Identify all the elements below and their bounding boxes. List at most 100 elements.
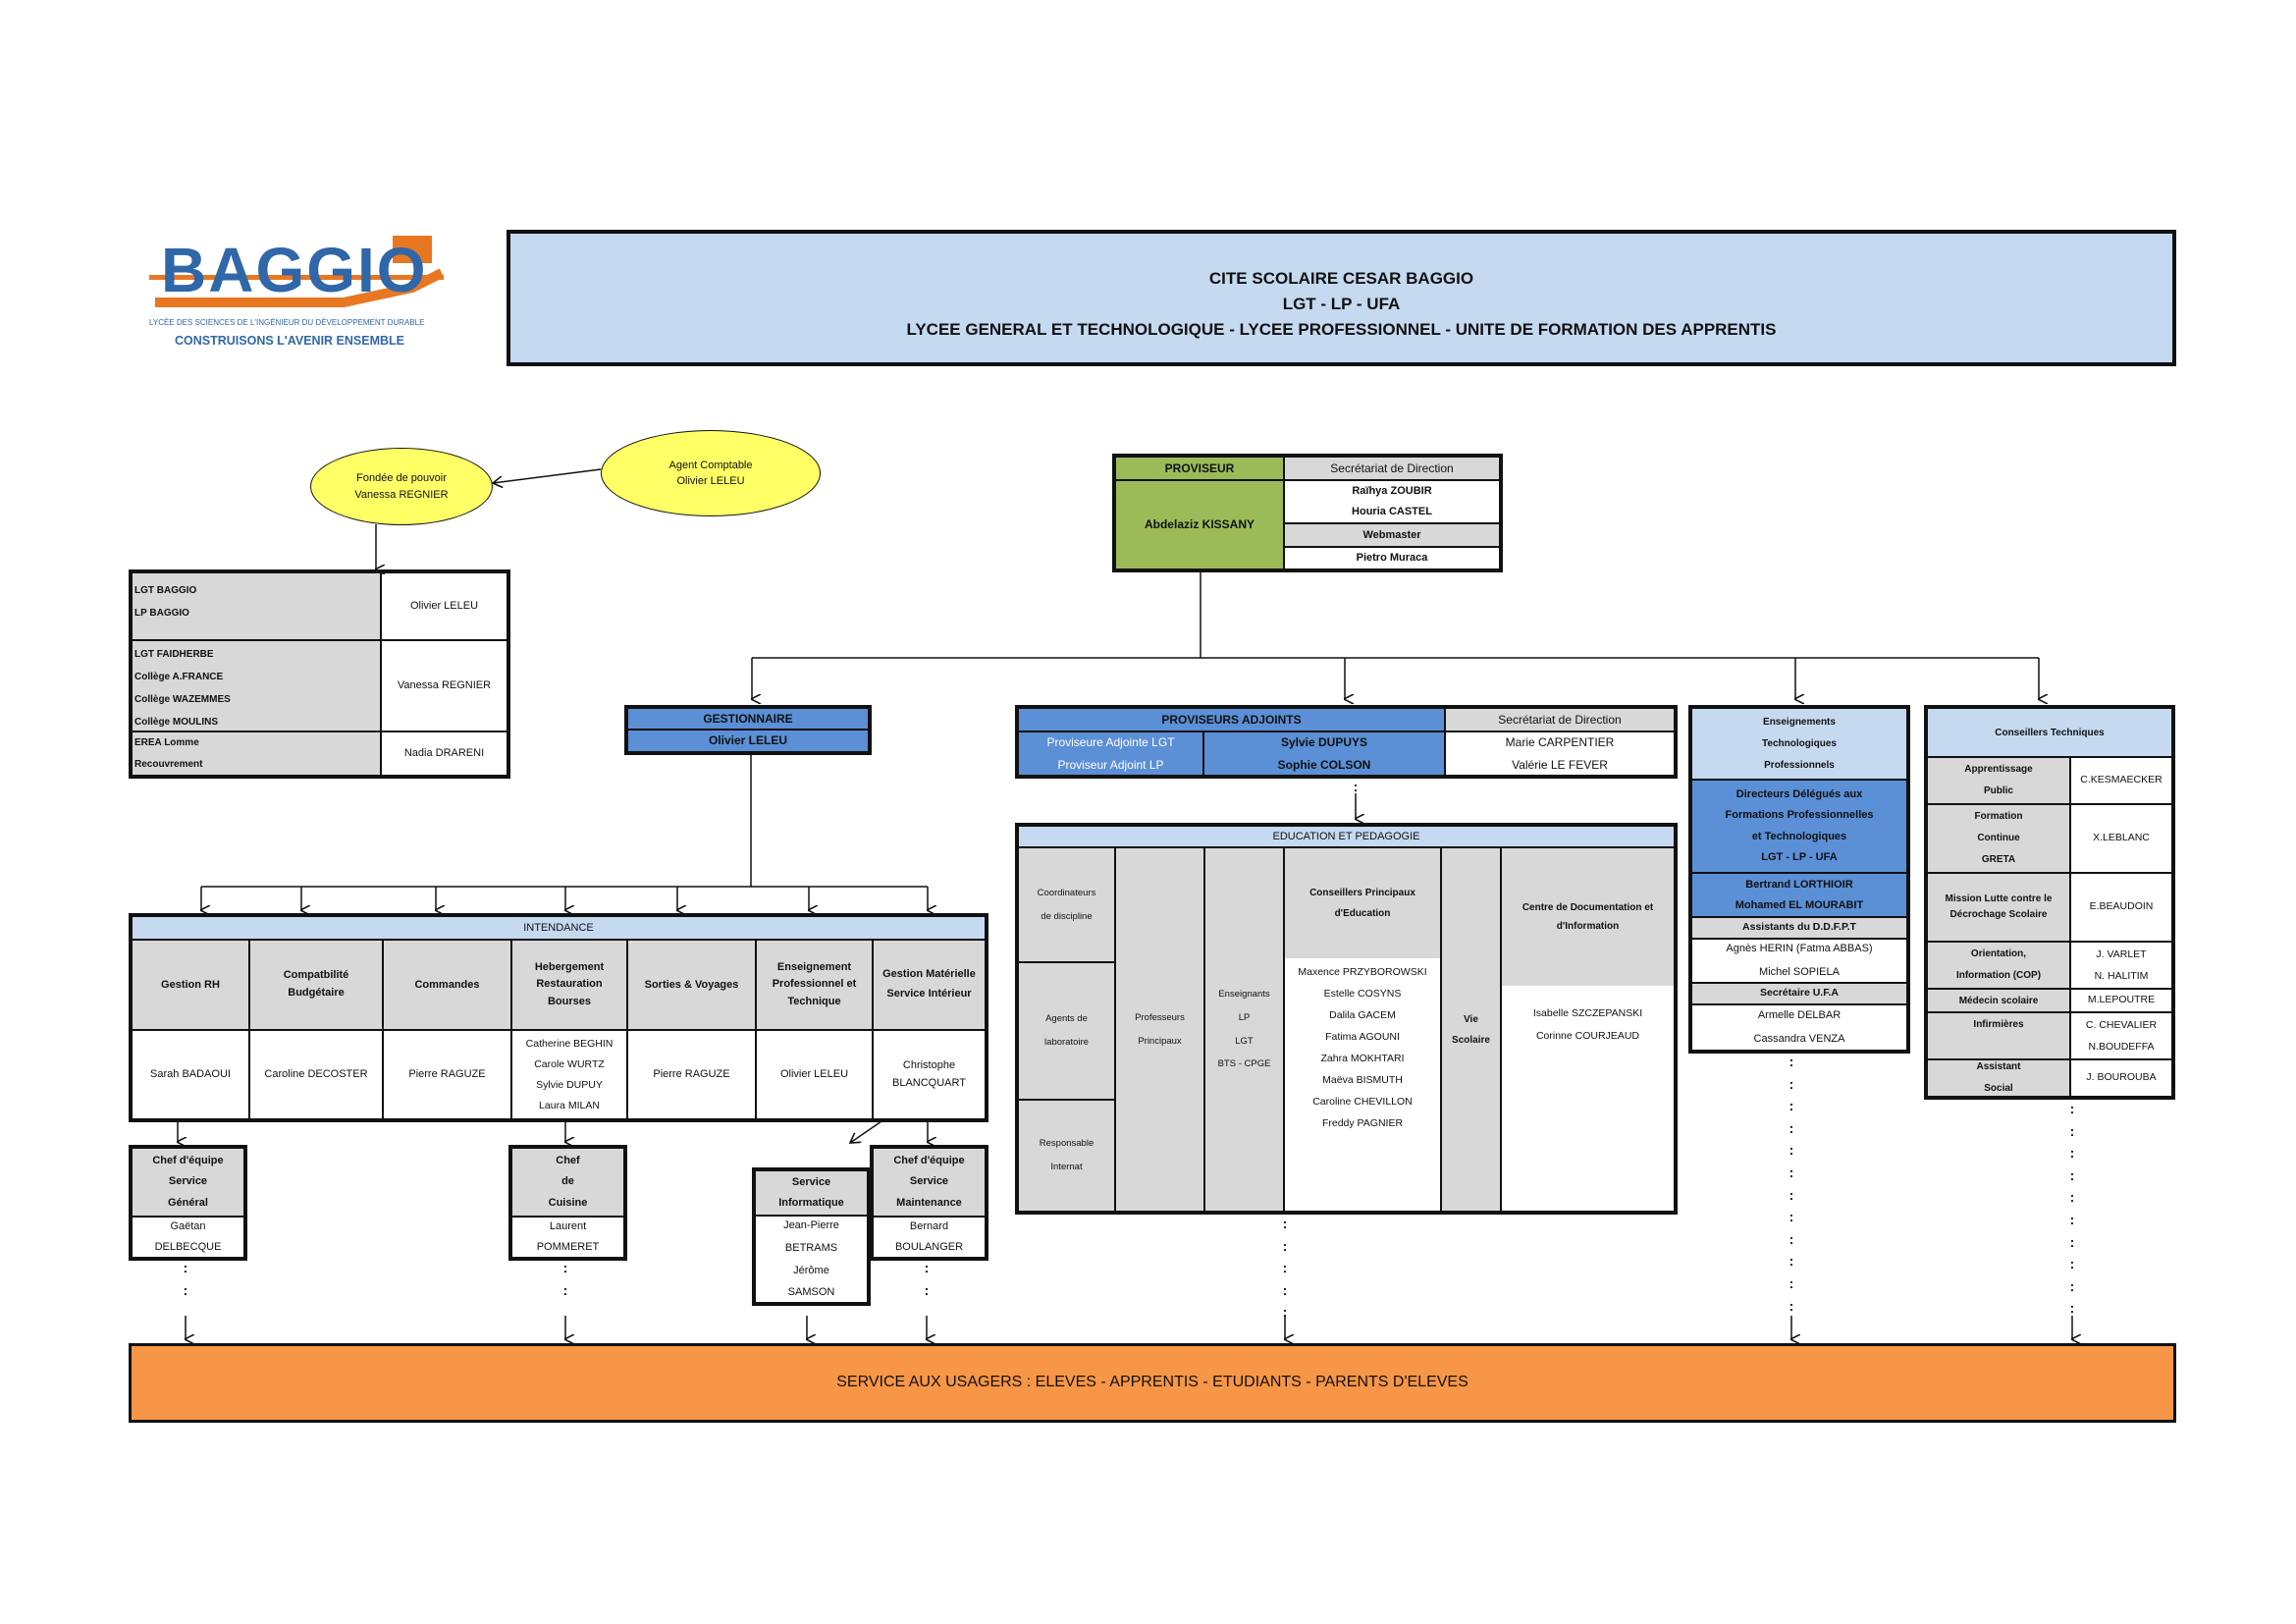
conseiller-person: J. VARLET N. HALITIM [2070, 942, 2172, 989]
conseiller-role: Médecin scolaire [1927, 989, 2070, 1012]
service-usagers-banner: SERVICE AUX USAGERS : ELEVES - APPRENTIS… [129, 1343, 2176, 1423]
page-header: CITE SCOLAIRE CESAR BAGGIO LGT - LP - UF… [507, 230, 2176, 366]
cdi-column: Centre de Documentation et d'Information… [1501, 847, 1675, 1212]
conseiller-role-text: Infirmières [1973, 1019, 2024, 1030]
conseiller-role: Mission Lutte contre le Décrochage Scola… [1927, 873, 2070, 942]
cdi-title: Centre de Documentation et d'Information [1502, 848, 1674, 986]
gestionnaire-block: GESTIONNAIRE Olivier LELEU [624, 705, 872, 755]
adjoints-secretariat-label: Secrétariat de Direction [1445, 708, 1675, 731]
establishment-person: Olivier LELEU [381, 572, 507, 640]
coordinateurs-cell: Coordinateurs de discipline [1018, 847, 1115, 962]
conseillers-title: Conseillers Techniques [1927, 708, 2172, 757]
webmaster-label: Webmaster [1284, 523, 1500, 547]
logo-subtitle: LYCÉE DES SCIENCES DE L'INGÉNIEUR DU DÉV… [149, 318, 425, 327]
adjoints-secretaries: Marie CARPENTIER Valérie LE FEVER [1445, 731, 1675, 776]
dotted-line: : : [183, 1260, 188, 1298]
agent-comptable-ellipse: Agent Comptable Olivier LELEU [601, 430, 821, 516]
header-line-1: CITE SCOLAIRE CESAR BAGGIO [1208, 269, 1474, 288]
gestionnaire-name: Olivier LELEU [627, 730, 869, 752]
conseiller-person: M.LEPOUTRE [2070, 989, 2172, 1012]
ddfpt-names: Bertrand LORTHIOIR Mohamed EL MOURABIT [1691, 873, 1907, 917]
proviseur-name: Abdelaziz KISSANY [1115, 480, 1284, 569]
adjoints-title: PROVISEURS ADJOINTS [1018, 708, 1445, 731]
service-person: Pierre RAGUZE [627, 1030, 756, 1119]
ufa-label: Secrétaire U.F.A [1691, 983, 1907, 1004]
establishment-name: LGT FAIDHERBE Collège A.FRANCE Collège W… [132, 640, 381, 731]
service-title: Enseignement Professionnel et Technique [756, 940, 873, 1030]
service-person: Pierre RAGUZE [383, 1030, 511, 1119]
service-title: Gestion RH [132, 940, 249, 1030]
conseiller-person: C.KESMAECKER [2070, 757, 2172, 804]
establishment-name: LGT BAGGIO LP BAGGIO [132, 572, 381, 640]
service-title: Commandes [383, 940, 511, 1030]
conseiller-role: Infirmières [1927, 1012, 2070, 1059]
team-person: Gaëtan DELBECQUE [132, 1217, 244, 1258]
logo-word: BAGGIO [161, 235, 428, 305]
service-title: Gestion Matérielle Service Intérieur [873, 940, 986, 1030]
dotted-line: : : : : : : : : : : [2069, 1101, 2075, 1317]
baggio-logo: BAGGIO LYCÉE DES SCIENCES DE L'INGÉNIEUR… [147, 234, 454, 361]
education-pedagogie-block: EDUCATION ET PEDAGOGIE Coordinateurs de … [1015, 823, 1678, 1215]
dotted-line: : : [924, 1260, 930, 1298]
proviseur-secretaries: Raïhya ZOUBIR Houria CASTEL [1284, 480, 1500, 523]
team-service-general: Chef d'équipe Service Général Gaëtan DEL… [129, 1145, 247, 1261]
proviseur-title: PROVISEUR [1115, 457, 1284, 480]
proviseur-secretariat-label: Secrétariat de Direction [1284, 457, 1500, 480]
logo-tagline: CONSTRUISONS L'AVENIR ENSEMBLE [175, 334, 405, 348]
team-person: Laurent POMMERET [511, 1217, 624, 1258]
service-person: Catherine BEGHIN Carole WURTZ Sylvie DUP… [511, 1030, 627, 1119]
conseiller-person: E.BEAUDOIN [2070, 873, 2172, 942]
conseiller-role: Assistant Social [1927, 1059, 2070, 1097]
logo-graphic [149, 236, 445, 307]
ufa-secretaries: Armelle DELBAR Cassandra VENZA [1691, 1004, 1907, 1051]
cpe-names: Maxence PRZYBOROWSKI Estelle COSYNS Dali… [1285, 958, 1440, 1211]
cpe-column: Conseillers Principaux d'Education Maxen… [1284, 847, 1441, 1212]
team-person: Jean-Pierre BETRAMS Jérôme SAMSON [755, 1216, 868, 1303]
establishments-table: LGT BAGGIO LP BAGGIO Olivier LELEU LGT F… [129, 569, 510, 779]
header-line-3: LYCEE GENERAL ET TECHNOLOGIQUE - LYCEE P… [906, 320, 1777, 339]
service-title: Compatbilité Budgétaire [249, 940, 383, 1030]
dotted-line: : : : : : [1282, 1216, 1288, 1321]
service-person: Sarah BADAOUI [132, 1030, 249, 1119]
professeurs-principaux-cell: Professeurs Principaux [1115, 847, 1204, 1212]
establishment-name-text: LGT FAIDHERBE Collège A.FRANCE Collège W… [134, 649, 231, 728]
intendance-title: INTENDANCE [132, 916, 986, 940]
establishment-person: Nadia DRARENI [381, 731, 507, 776]
dotted-line: : [1353, 779, 1359, 794]
service-person: Olivier LELEU [756, 1030, 873, 1119]
conseiller-person: J. BOUROUBA [2070, 1059, 2172, 1097]
adjoints-names: Sylvie DUPUYS Sophie COLSON [1203, 731, 1445, 776]
ddfpt-assistants-label: Assistants du D.D.F.P.T [1691, 917, 1907, 939]
dotted-line: : : [562, 1260, 568, 1298]
education-title: EDUCATION ET PEDAGOGIE [1018, 826, 1675, 847]
conseiller-person: X.LEBLANC [2070, 804, 2172, 873]
proviseur-block: PROVISEUR Abdelaziz KISSANY Secrétariat … [1112, 454, 1503, 572]
cdi-names: Isabelle SZCZEPANSKI Corinne COURJEAUD [1532, 1007, 1643, 1043]
team-title: Service Informatique [755, 1170, 868, 1216]
team-title: Chef d'équipe Service Général [132, 1148, 244, 1217]
conseiller-person: C. CHEVALIER N.BOUDEFFA [2070, 1012, 2172, 1059]
conseiller-role: Formation Continue GRETA [1927, 804, 2070, 873]
establishment-name-text: EREA Lomme Recouvrement [134, 737, 203, 770]
gestionnaire-title: GESTIONNAIRE [627, 708, 869, 730]
agents-laboratoire-cell: Agents de laboratoire [1018, 962, 1115, 1100]
dotted-line: : : : : : : : : : : : : [1789, 1054, 1794, 1314]
header-line-2: LGT - LP - UFA [1282, 295, 1401, 313]
conseillers-techniques-block: Conseillers Techniques Apprentissage Pub… [1924, 705, 2175, 1100]
team-person: Bernard BOULANGER [873, 1217, 986, 1258]
etp-title: Enseignements Technologiques Professionn… [1691, 708, 1907, 780]
establishment-person: Vanessa REGNIER [381, 640, 507, 731]
establishment-name-text: LGT BAGGIO LP BAGGIO [134, 585, 197, 619]
vie-scolaire-cell: Vie Scolaire [1441, 847, 1501, 1212]
fondee-de-pouvoir-ellipse: Fondée de pouvoir Vanessa REGNIER [310, 448, 493, 525]
establishment-name: EREA Lomme Recouvrement [132, 731, 381, 776]
ddfpt-title: Directeurs Délégués aux Formations Profe… [1691, 780, 1907, 873]
service-title: Sorties & Voyages [627, 940, 756, 1030]
intendance-block: INTENDANCE Gestion RH Sarah BADAOUI Comp… [129, 913, 988, 1122]
ddfpt-assistants: Agnès HERIN (Fatma ABBAS) Michel SOPIELA [1691, 939, 1907, 983]
service-title: Hebergement Restauration Bourses [511, 940, 627, 1030]
enseignants-cell: Enseignants LP LGT BTS - CPGE [1204, 847, 1284, 1212]
service-person: Caroline DECOSTER [249, 1030, 383, 1119]
team-title: Chef d'équipe Service Maintenance [873, 1148, 986, 1217]
